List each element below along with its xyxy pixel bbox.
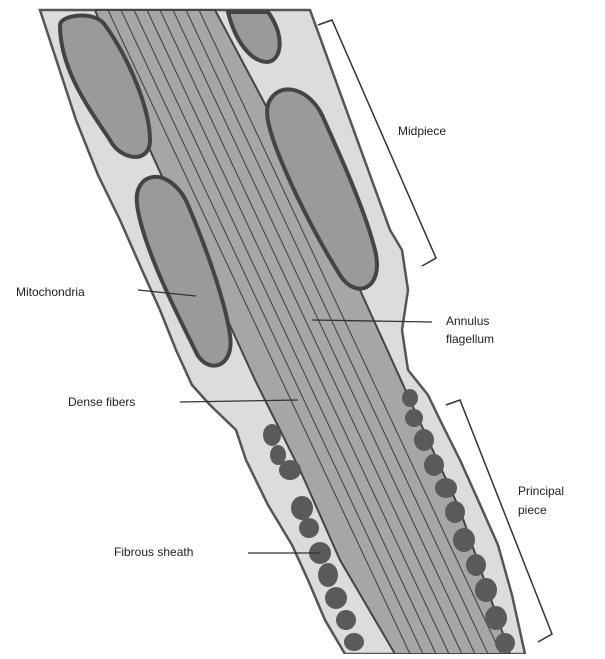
label-dense-fibers: Dense fibers xyxy=(68,395,135,409)
label-annulus-line1: Annulus xyxy=(446,314,489,328)
label-annulus-line2: flagellum xyxy=(446,332,494,346)
label-mitochondria: Mitochondria xyxy=(16,285,85,299)
label-principal-line2: piece xyxy=(518,503,547,517)
label-principal-line1: Principal xyxy=(518,484,564,498)
label-midpiece: Midpiece xyxy=(398,124,446,138)
label-fibrous-sheath: Fibrous sheath xyxy=(114,545,193,559)
